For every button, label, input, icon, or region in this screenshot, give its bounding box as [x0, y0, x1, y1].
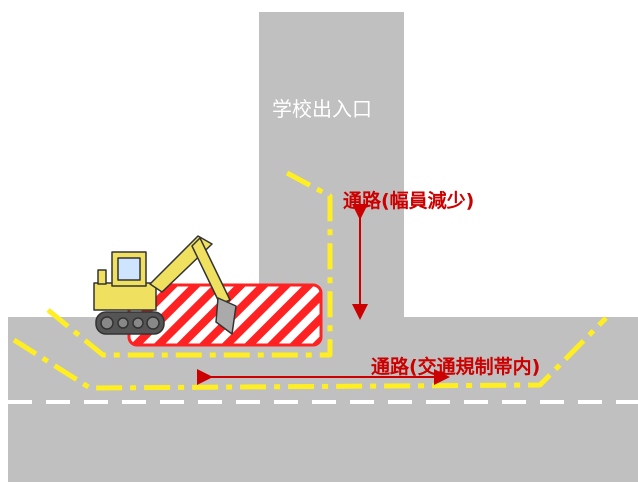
side-road: [259, 12, 404, 317]
narrowed-path-label: 通路(幅員減少): [343, 190, 475, 212]
barrier-lines: [12, 170, 608, 391]
restricted-path-label: 通路(交通規制帯内): [371, 356, 541, 378]
barrier-line-main-road: [12, 316, 608, 391]
main-road: [8, 317, 638, 482]
school-entrance-label: 学校出入口: [272, 97, 372, 121]
barrier-line-side-road: [46, 170, 333, 358]
excavator-icon: [93, 235, 237, 335]
